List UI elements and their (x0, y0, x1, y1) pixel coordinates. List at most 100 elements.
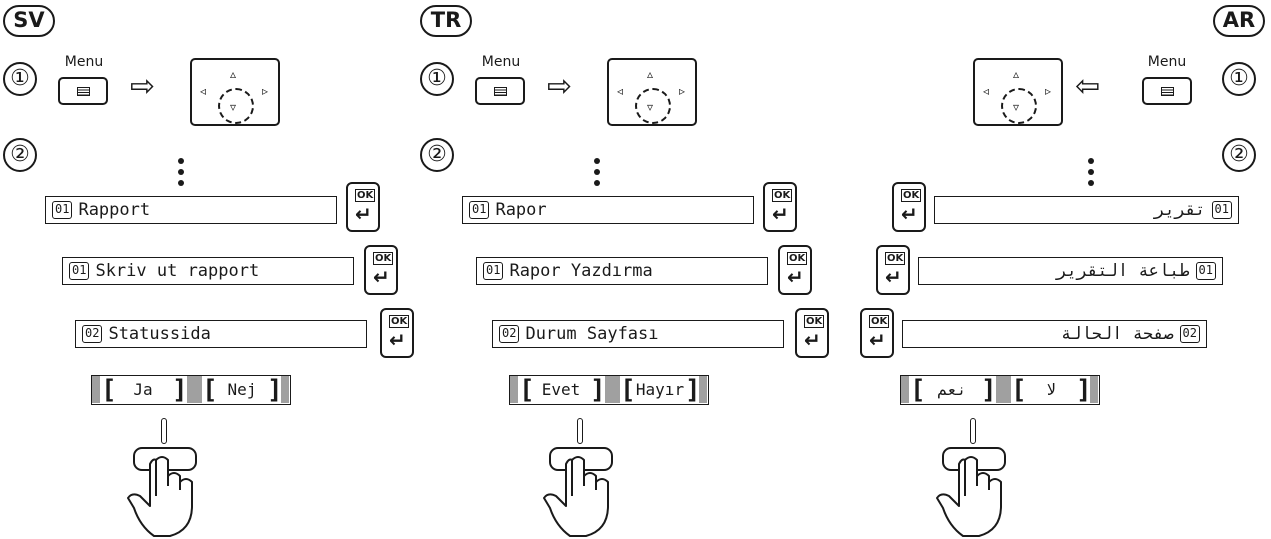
dpad-down-highlight (635, 88, 671, 124)
highlight-edge (281, 376, 289, 403)
option-no[interactable]: لا (1046, 380, 1056, 399)
step-2-marker: ② (1222, 138, 1256, 172)
bracket-open: [ (519, 375, 535, 405)
bracket-close: ] (1076, 375, 1092, 405)
language-badge-sv: SV (3, 5, 55, 37)
bracket-close: ] (981, 375, 997, 405)
hand-press-icon (127, 447, 197, 537)
menu-label: Menu (481, 54, 521, 70)
ok-button[interactable]: OK ↵ (778, 245, 812, 295)
dpad-up-icon[interactable]: ▵ (647, 67, 654, 81)
selection-bar: [ ] [ ] نعم لا (900, 375, 1100, 405)
language-badge-tr: TR (420, 5, 472, 37)
option-yes[interactable]: Evet (541, 380, 581, 399)
ok-button[interactable]: OK ↵ (795, 308, 829, 358)
item-number: 01 (1195, 262, 1216, 280)
enter-icon: ↵ (804, 328, 821, 352)
highlight-edge (699, 376, 707, 403)
dpad-left-icon[interactable]: ◃ (617, 84, 624, 98)
item-label: Rapport (78, 200, 151, 220)
dpad[interactable]: ▵ ◃ ▹ ▿ (973, 58, 1063, 126)
bracket-open: [ (620, 375, 636, 405)
ok-label: OK (901, 189, 922, 202)
item-number: 01 (69, 262, 90, 280)
ellipsis-dot (178, 158, 184, 164)
dpad-up-icon[interactable]: ▵ (230, 67, 237, 81)
lcd-row: 01 Rapor Yazdırma (476, 257, 768, 285)
ok-button[interactable]: OK ↵ (380, 308, 414, 358)
ellipsis-dot (1088, 180, 1094, 186)
step-1-marker: ① (1222, 62, 1256, 96)
menu-button[interactable] (58, 77, 108, 105)
item-label: صفحة الحالة (1060, 324, 1174, 344)
ok-button[interactable]: OK ↵ (364, 245, 398, 295)
enter-icon: ↵ (772, 202, 789, 226)
lcd-row: تقرير 01 (934, 196, 1239, 224)
arrow-left-icon: ⇦ (1075, 69, 1101, 104)
menu-button[interactable] (475, 77, 525, 105)
enter-icon: ↵ (787, 265, 804, 289)
enter-icon: ↵ (901, 202, 918, 226)
enter-icon: ↵ (373, 265, 390, 289)
ok-button[interactable]: OK ↵ (346, 182, 380, 232)
item-label: Rapor (495, 200, 547, 220)
item-label: Durum Sayfası (525, 324, 659, 344)
ellipsis-dot (178, 180, 184, 186)
item-number: 01 (483, 262, 504, 280)
lcd-row: طباعة التقرير 01 (918, 257, 1223, 285)
dpad-right-icon[interactable]: ▹ (679, 84, 686, 98)
bracket-open: [ (1011, 375, 1027, 405)
lcd-row: 01 Rapport (45, 196, 337, 224)
hand-press-icon (543, 447, 613, 537)
bracket-close: ] (267, 375, 283, 405)
dpad-down-icon[interactable]: ▿ (647, 100, 654, 114)
dpad-left-icon[interactable]: ◃ (200, 84, 207, 98)
selection-bar: [ ] [ ] Evet Hayır (509, 375, 709, 405)
ok-label: OK (804, 315, 825, 328)
item-number: 02 (82, 325, 103, 343)
dpad-right-icon[interactable]: ▹ (262, 84, 269, 98)
item-label: Statussida (108, 324, 211, 344)
dpad-right-icon[interactable]: ▹ (1045, 84, 1052, 98)
lcd-row: 02 Statussida (75, 320, 367, 348)
hand-press-icon (936, 447, 1006, 537)
step-1-marker: ① (420, 62, 454, 96)
item-label: طباعة التقرير (1056, 261, 1190, 281)
dpad[interactable]: ▵ ◃ ▹ ▿ (607, 58, 697, 126)
bracket-open: [ (101, 375, 117, 405)
option-yes[interactable]: Ja (133, 380, 153, 399)
ellipsis-dot (1088, 158, 1094, 164)
ok-label: OK (885, 252, 906, 265)
arrow-right-icon: ⇨ (130, 69, 156, 104)
option-no[interactable]: Hayır (635, 380, 685, 399)
ok-button[interactable]: OK ↵ (763, 182, 797, 232)
menu-button[interactable] (1142, 77, 1192, 105)
dpad-left-icon[interactable]: ◃ (983, 84, 990, 98)
bracket-close: ] (172, 375, 188, 405)
ellipsis-dot (1088, 169, 1094, 175)
lcd-row: 01 Skriv ut rapport (62, 257, 354, 285)
dpad[interactable]: ▵ ◃ ▹ ▿ (190, 58, 280, 126)
highlight-edge (1090, 376, 1098, 403)
dpad-down-icon[interactable]: ▿ (1013, 100, 1020, 114)
enter-icon: ↵ (389, 328, 406, 352)
dpad-down-highlight (218, 88, 254, 124)
bracket-open: [ (910, 375, 926, 405)
language-badge-ar: AR (1213, 5, 1265, 37)
bracket-open: [ (202, 375, 218, 405)
dpad-down-icon[interactable]: ▿ (230, 100, 237, 114)
step-2-marker: ② (3, 138, 37, 172)
ok-button[interactable]: OK ↵ (892, 182, 926, 232)
ok-label: OK (772, 189, 793, 202)
ok-label: OK (787, 252, 808, 265)
dpad-up-icon[interactable]: ▵ (1013, 67, 1020, 81)
step-1-marker: ① (3, 62, 37, 96)
item-label: Rapor Yazdırma (509, 261, 653, 281)
pointer-line (161, 418, 167, 444)
highlight-edge (901, 376, 909, 403)
ok-button[interactable]: OK ↵ (860, 308, 894, 358)
lcd-row: صفحة الحالة 02 (902, 320, 1207, 348)
option-no[interactable]: Nej (227, 380, 257, 399)
option-yes[interactable]: نعم (937, 380, 967, 399)
ok-button[interactable]: OK ↵ (876, 245, 910, 295)
